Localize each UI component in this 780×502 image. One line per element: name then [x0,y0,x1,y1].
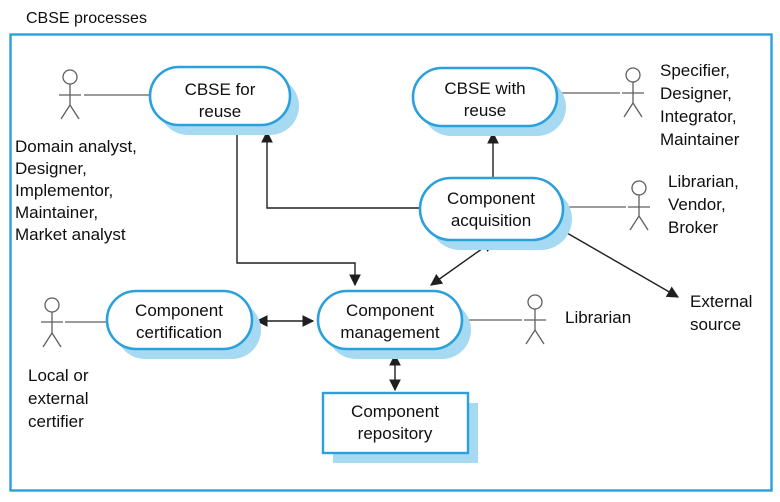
label-line: Designer, [660,84,732,103]
usecase-ellipse [411,66,559,128]
label-line: Integrator, [660,107,737,126]
diagram-title: CBSE processes [26,10,147,27]
usecase-ellipse [105,289,254,351]
usecase-ellipse [316,289,464,351]
label-librarian: Librarian [565,308,631,327]
usecase-label-line2: reuse [199,102,242,121]
repository-label-line2: repository [358,424,433,443]
repository-label-line1: Component [351,402,439,421]
usecase-component-management: Component management [316,289,471,359]
label-external-source: External source [690,292,752,334]
usecase-label-line2: acquisition [451,211,531,230]
label-line: Domain analyst, [15,137,137,156]
label-line: Vendor, [668,195,726,214]
usecase-label-line1: Component [447,189,535,208]
usecase-cbse-with-reuse: CBSE with reuse [411,66,566,136]
arrow-acquisition-to-cbse-for-reuse [261,130,420,209]
arrow-acquisition-to-external-source [566,232,680,298]
actor-librarian-icon [524,294,546,345]
label-line: external [28,389,88,408]
label-line: Librarian, [668,172,739,191]
label-domain-analyst-roles: Domain analyst, Designer, Implementor, M… [15,137,137,244]
usecase-label-line1: CBSE for [185,80,256,99]
label-line: source [690,315,741,334]
actor-specifier-icon [622,67,644,118]
usecase-cbse-for-reuse: CBSE for reuse [148,65,299,135]
label-line: Market analyst [15,225,126,244]
arrow-cbse-for-reuse-to-management [236,125,361,287]
actor-certifier-icon [41,297,63,348]
actor-domain-analyst-icon [59,69,81,120]
usecase-ellipse [418,176,565,242]
actor-vendor-icon [628,180,650,231]
label-certifier-roles: Local or external certifier [28,366,89,431]
usecase-label-line1: CBSE with [444,79,525,98]
usecase-label-line1: Component [346,301,434,320]
usecase-component-acquisition: Component acquisition [418,176,572,250]
usecase-ellipse [148,65,292,127]
label-line: Maintainer, [15,203,98,222]
component-repository-box: Component repository [321,391,478,463]
usecase-component-certification: Component certification [105,289,261,359]
repository-rect [321,391,470,455]
label-line: External [690,292,752,311]
usecase-label-line2: certification [136,323,222,342]
usecase-label-line2: management [340,323,440,342]
usecase-label-line2: reuse [464,101,507,120]
label-specifier-roles: Specifier, Designer, Integrator, Maintai… [660,61,740,149]
usecase-label-line1: Component [135,301,223,320]
label-line: Broker [668,218,718,237]
label-line: Designer, [15,159,87,178]
label-line: Specifier, [660,61,730,80]
label-line: Maintainer [660,130,740,149]
label-line: certifier [28,412,84,431]
label-vendor-roles: Librarian, Vendor, Broker [668,172,739,237]
label-line: Local or [28,366,89,385]
label-line: Implementor, [15,181,113,200]
diagram-border [9,33,773,492]
